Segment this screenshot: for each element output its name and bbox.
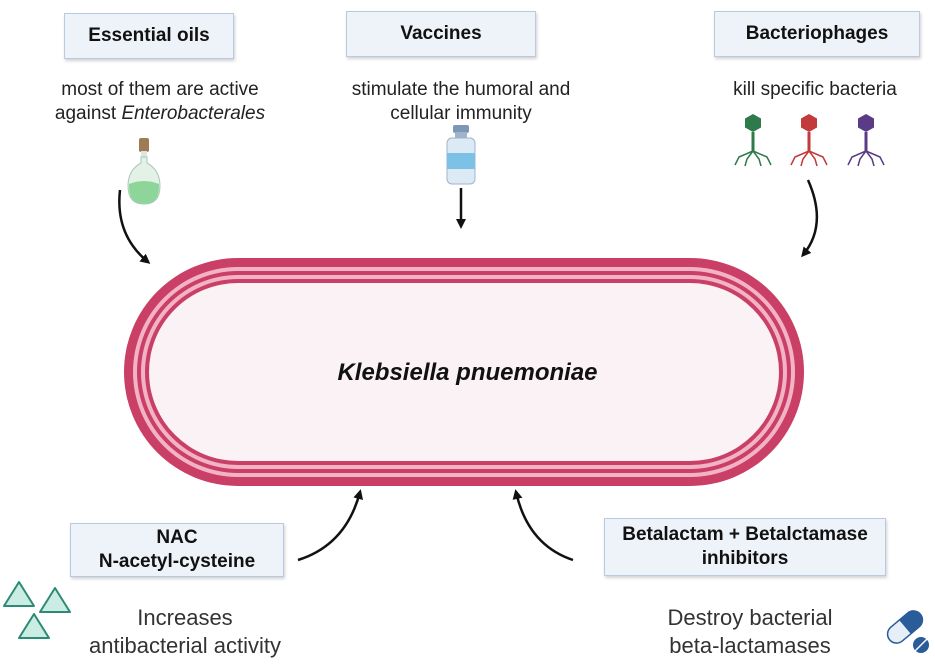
oil-bottle-icon bbox=[127, 138, 161, 205]
arrow-nac bbox=[297, 489, 364, 562]
arrow-bacteriophages bbox=[801, 179, 819, 258]
bacteriophages-title: Bacteriophages bbox=[745, 23, 889, 44]
nac-desc-line1: Increases bbox=[137, 605, 233, 630]
bacterium-cell bbox=[124, 258, 804, 486]
bacteriophages-desc: kill specific bacteria bbox=[733, 79, 897, 100]
nac-title-line2: N-acetyl-cysteine bbox=[98, 551, 256, 572]
betalactam-title-line1: Betalactam + Betalctamase bbox=[622, 524, 868, 545]
essential-oils-description: most of them are active against Enteroba… bbox=[20, 78, 300, 126]
pill-capsule-icon bbox=[886, 610, 929, 653]
essential-oils-desc-prefix: against bbox=[54, 103, 122, 124]
betalactam-desc-line1: Destroy bacterial bbox=[667, 605, 833, 630]
vaccines-desc-line2: cellular immunity bbox=[390, 103, 532, 124]
betalactam-title-line2: inhibitors bbox=[701, 548, 789, 569]
nac-box: NAC N-acetyl-cysteine bbox=[70, 523, 284, 577]
nac-title-line1: NAC bbox=[156, 527, 198, 548]
bacteriophage-icon bbox=[734, 114, 885, 167]
triangle-1 bbox=[3, 581, 35, 607]
essential-oils-desc-italic: Enterobacterales bbox=[121, 103, 266, 124]
vaccines-description: stimulate the humoral and cellular immun… bbox=[306, 78, 616, 126]
nac-desc-line2: antibacterial activity bbox=[89, 633, 281, 658]
arrow-betalactam bbox=[512, 489, 574, 562]
vaccines-desc-line1: stimulate the humoral and bbox=[351, 79, 571, 100]
betalactam-box: Betalactam + Betalctamase inhibitors bbox=[604, 518, 886, 576]
essential-oils-box: Essential oils bbox=[64, 13, 234, 59]
phage-red bbox=[790, 114, 828, 167]
betalactam-description: Destroy bacterial beta-lactamases bbox=[640, 604, 860, 660]
bacteriophages-description: kill specific bacteria bbox=[700, 78, 930, 102]
phage-green bbox=[734, 114, 772, 167]
triangle-2 bbox=[39, 587, 71, 613]
vaccines-title: Vaccines bbox=[400, 23, 482, 44]
phage-purple bbox=[847, 114, 885, 167]
essential-oils-desc-line2: against Enterobacterales bbox=[20, 102, 300, 126]
nac-description: Increases antibacterial activity bbox=[55, 604, 315, 660]
essential-oils-desc-line1: most of them are active bbox=[61, 79, 259, 100]
bacterium-label: Klebsiella pnuemoniae bbox=[337, 359, 598, 386]
bacteriophages-box: Bacteriophages bbox=[714, 11, 920, 57]
triangle-3 bbox=[18, 613, 50, 639]
essential-oils-title: Essential oils bbox=[88, 25, 210, 46]
betalactam-desc-line2: beta-lactamases bbox=[669, 633, 831, 658]
vaccine-vial-icon bbox=[446, 125, 476, 185]
arrow-essential-oils bbox=[118, 189, 151, 264]
triangle-molecule-icon bbox=[3, 581, 71, 639]
vaccines-box: Vaccines bbox=[346, 11, 536, 57]
